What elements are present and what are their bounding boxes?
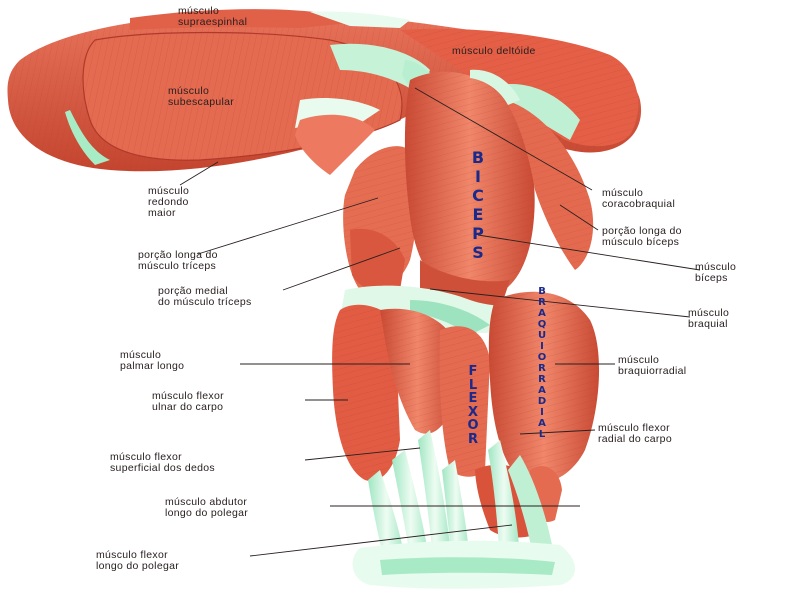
vertical-letter: C	[472, 186, 484, 205]
vertical-letter: A	[538, 385, 546, 396]
vertical-letter: L	[468, 377, 478, 393]
label-porcao-medial-triceps: porção medial do músculo tríceps	[158, 285, 252, 308]
vertical-letter: X	[467, 404, 479, 420]
label-musculo-deltoide: músculo deltóide	[452, 45, 536, 57]
vertical-letter: B	[471, 148, 485, 167]
vertical-letter: R	[538, 297, 546, 308]
vertical-letter: E	[472, 205, 484, 224]
label-musculo-subescapular: músculo subescapular	[168, 85, 235, 108]
label-musculo-palmar-longo: músculo palmar longo	[120, 349, 185, 372]
vertical-letter: U	[537, 330, 547, 341]
wrist-tendons	[352, 430, 575, 589]
vertical-letter: I	[540, 341, 544, 352]
label-flexor-longo-polegar: músculo flexor longo do polegar	[96, 549, 180, 572]
vertical-letter: S	[472, 243, 484, 262]
label-musculo-supraespinhal: músculo supraespinhal	[178, 5, 248, 28]
vertical-letter: B	[538, 286, 546, 297]
scapula-muscle-group	[7, 9, 642, 175]
upper-arm-muscle-group	[343, 60, 594, 312]
label-flexor-radial-carpo: músculo flexor radial do carpo	[598, 422, 672, 445]
label-musculo-biceps: músculo bíceps	[695, 261, 737, 284]
label-porcao-longa-triceps: porção longa do músculo tríceps	[138, 249, 218, 272]
vertical-letter: A	[538, 308, 546, 319]
vertical-letter: F	[468, 364, 478, 379]
label-musculo-braquial: músculo braquial	[688, 307, 730, 330]
vertical-letter: I	[540, 407, 544, 418]
label-musculo-braquiorradial: músculo braquiorradial	[618, 354, 687, 377]
label-musculo-redondo-maior: músculo redondo maior	[148, 185, 190, 219]
vertical-letter: E	[468, 391, 478, 406]
vertical-letter: I	[475, 167, 481, 186]
vertical-letter: A	[538, 418, 546, 429]
label-musculo-coracobraquial: músculo coracobraquial	[602, 187, 676, 210]
vertical-letter: R	[538, 363, 546, 374]
label-porcao-longa-biceps: porção longa do músculo bíceps	[602, 225, 682, 248]
vertical-letter: R	[538, 374, 546, 385]
label-flexor-ulnar-carpo: músculo flexor ulnar do carpo	[152, 390, 224, 413]
leader-lines	[179, 87, 701, 557]
vertical-letter: D	[537, 396, 547, 407]
vertical-letter: Q	[537, 319, 547, 330]
vertical-letter: R	[467, 431, 478, 447]
vertical-letter: O	[467, 418, 479, 433]
label-flexor-superficial-dedos: músculo flexor superficial dos dedos	[110, 451, 215, 474]
vertical-letter: L	[538, 429, 546, 440]
vertical-letter: O	[537, 352, 547, 363]
vertical-letter: P	[472, 224, 484, 243]
label-abdutor-longo-polegar: músculo abdutor longo do polegar	[165, 496, 249, 519]
